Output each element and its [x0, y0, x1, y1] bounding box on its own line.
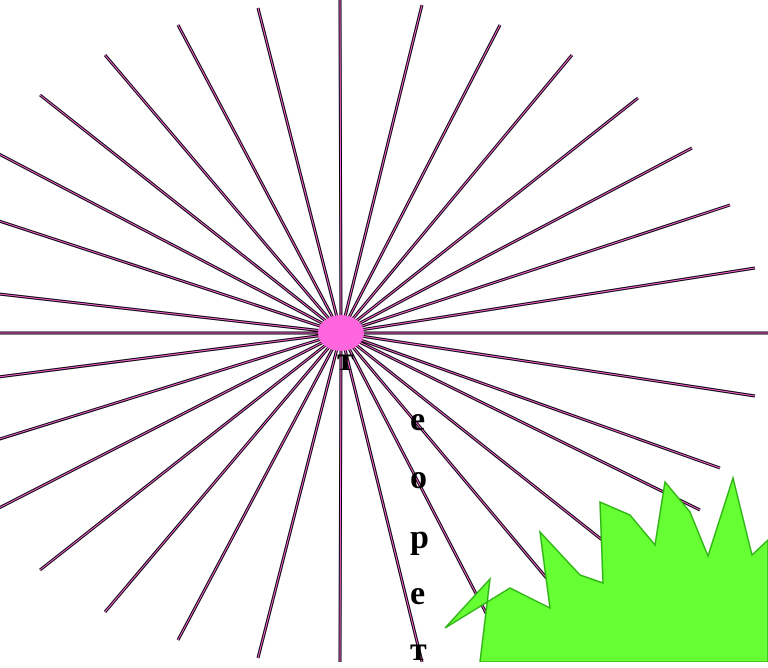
ray-core-25: [341, 333, 640, 570]
letter-5: е: [410, 577, 425, 611]
ray-core-9: [40, 95, 341, 333]
ray-core-28: [178, 333, 341, 640]
letter-4: р: [410, 521, 429, 555]
letter-2: е: [410, 403, 425, 437]
ray-core-10: [341, 98, 638, 333]
ray-core-24: [40, 333, 341, 570]
letter-3: о: [410, 461, 427, 495]
green-star-shape: [445, 478, 768, 662]
ray-core-14: [341, 25, 500, 333]
letter-1: т: [337, 343, 354, 377]
ray-core-6: [341, 205, 730, 333]
